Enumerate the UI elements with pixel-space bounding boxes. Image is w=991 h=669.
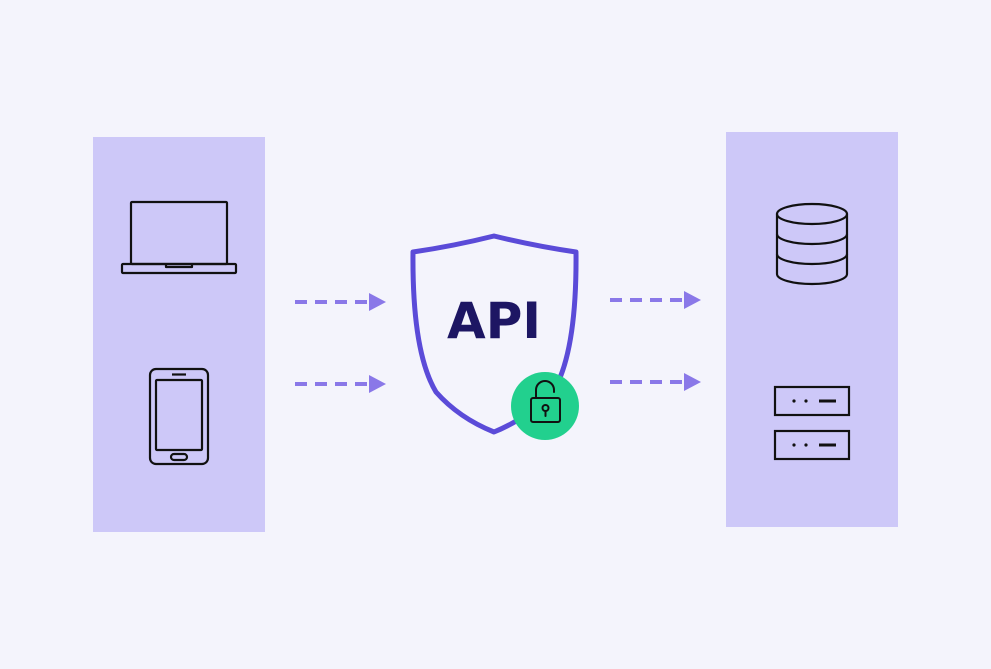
arrow-api-to-database [610,291,701,309]
database-icon [775,202,849,286]
api-label: API [447,292,541,350]
arrow-laptop-to-api [295,293,386,311]
laptop-icon [120,200,238,275]
smartphone-icon [148,367,210,466]
arrow-smartphone-to-api [295,375,386,393]
api-shield: API [410,233,579,435]
backend-panel [726,132,898,527]
server-icon [773,385,851,461]
unlocked-padlock-icon [511,372,579,440]
arrow-api-to-server [610,373,701,391]
